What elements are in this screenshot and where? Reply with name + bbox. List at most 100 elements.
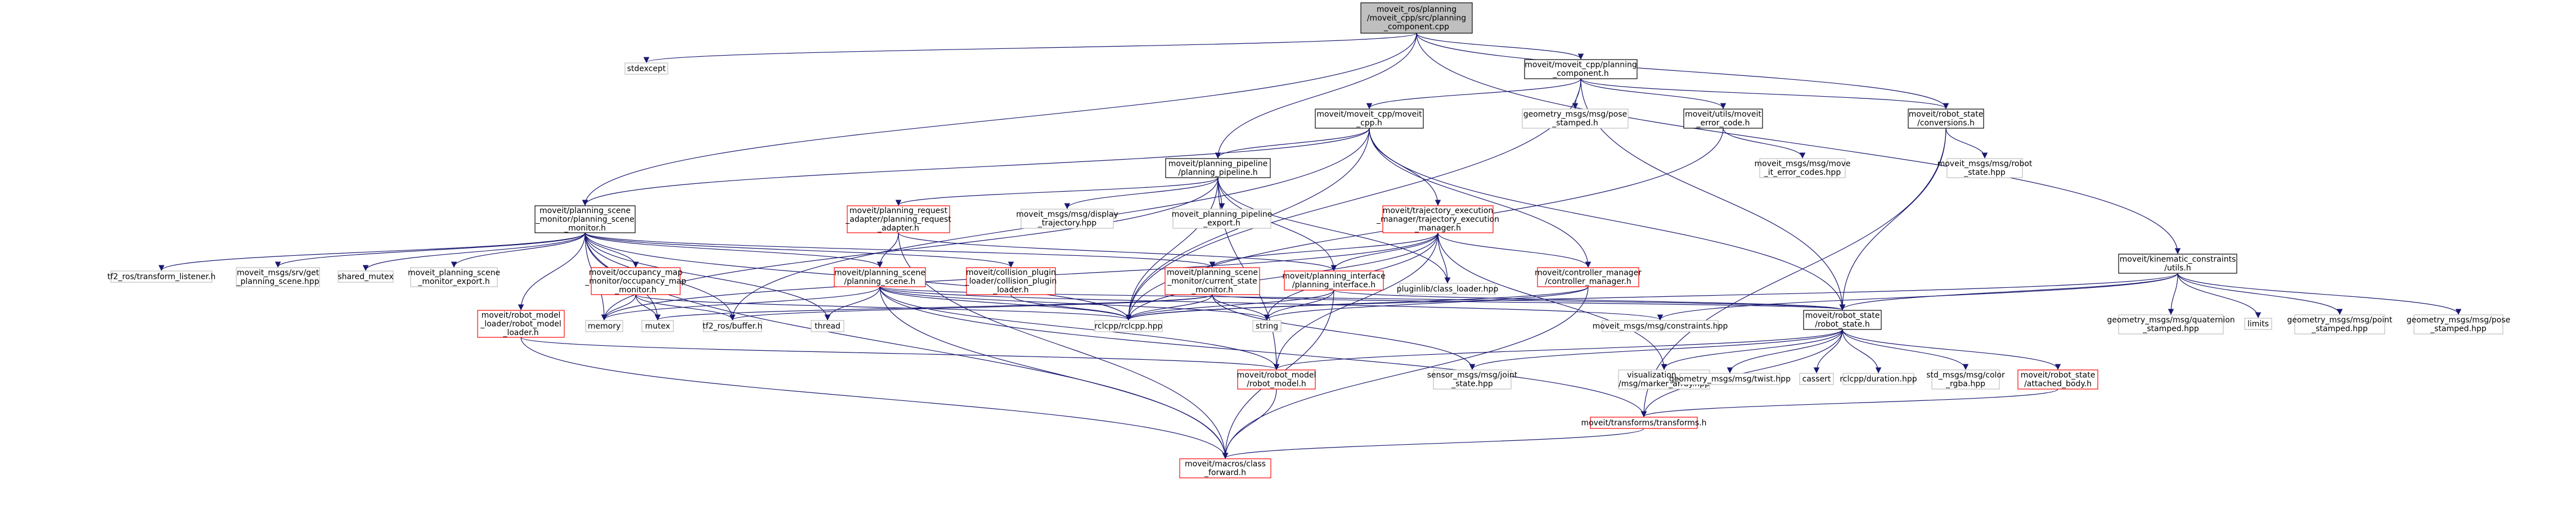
node-controller-manager-h[interactable]: moveit/controller_manager/controller_man… [1535,267,1642,287]
node-quaternion-stamped-hpp[interactable]: geometry_msgs/msg/quaternion_stamped.hpp [2107,314,2235,335]
node-duration-hpp[interactable]: rclcpp/duration.hpp [1840,373,1917,385]
node-moveit-error-codes-hpp[interactable]: moveit_msgs/msg/move_it_error_codes.hpp [1755,158,1851,178]
node-label: _trajectory.hpp [1037,219,1096,228]
node-tf2-listener-h[interactable]: tf2_ros/transform_listener.h [107,270,215,283]
node-planning-pipeline-h[interactable]: moveit/planning_pipeline/planning_pipeli… [1165,158,1271,178]
node-label: _state.hpp [1451,379,1493,388]
node-attached-body-h[interactable]: moveit/robot_state/attached_body.h [2017,369,2098,390]
node-req-adapter-h[interactable]: moveit/planning_request_adapter/planning… [845,205,951,233]
node-tem-h[interactable]: moveit/trajectory_execution_manager/traj… [1376,205,1499,233]
node-label: _monitor/planning_scene [535,215,634,224]
edge-kinematic_utils_h-to-rclcpp_hpp [1126,273,2178,321]
edge-robot_state_h-to-duration_hpp [1842,329,1882,374]
node-pose-stamped-hpp[interactable]: geometry_msgs/msg/pose_stamped.hpp [2407,314,2511,335]
node-label: memory [588,322,621,331]
node-class-loader-hpp[interactable]: pluginlib/class_loader.hpp [1397,283,1499,295]
edge-psm_h-to-thread [585,232,831,321]
node-joint-state-hpp[interactable]: sensor_msgs/msg/joint_state.hpp [1427,369,1518,390]
node-box [1908,109,1984,129]
node-root[interactable]: moveit_ros/planning/moveit_cpp/src/plann… [1360,2,1473,34]
node-tf2-buffer-h[interactable]: tf2_ros/buffer.h [703,320,762,332]
node-constraints-hpp[interactable]: moveit_msgs/msg/constraints.hpp [1593,320,1728,332]
edge-kinematic_utils_h-to-point_stamped_hpp [2177,273,2343,315]
edge-robot_state_h-to-twist_hpp [1727,329,1843,374]
node-robot-state-h[interactable]: moveit/robot_state/robot_state.h [1803,310,1882,330]
node-label: shared_mutex [338,272,393,281]
edge-robot_state_h-to-attached_body_h [1842,329,2061,371]
node-robot-state-hpp[interactable]: moveit_msgs/msg/robot_state.hpp [1937,158,2033,178]
node-label: moveit_msgs/srv/get [237,269,320,278]
node-box [1537,267,1639,287]
edge-root-to-psm_h [582,33,1417,206]
node-box [1931,369,2000,390]
node-label: moveit_planning_pipeline [1172,210,1273,219]
node-twist-hpp[interactable]: geometry_msgs/msg/twist.hpp [1669,373,1791,385]
node-label: moveit/planning_scene [540,206,631,215]
node-transforms-h[interactable]: moveit/transforms/transforms.h [1581,417,1707,429]
node-robot-model-h[interactable]: moveit/robot_model/robot_model.h [1237,369,1316,390]
node-label: _monitor.h [564,224,606,233]
node-cassert[interactable]: cassert [1799,373,1834,385]
node-collision-plugin-loader-h[interactable]: moveit/collision_plugin_loader/collision… [965,267,1057,295]
node-box [834,267,926,287]
node-moveit-error-code-h[interactable]: moveit/utils/moveit_error_code.h [1683,109,1763,129]
node-memory[interactable]: memory [585,320,623,332]
edge-robot_state_h-to-color_rgba_hpp [1842,329,1969,371]
node-psm-h[interactable]: moveit/planning_scene_monitor/planning_s… [534,205,636,233]
node-current-state-monitor-h[interactable]: moveit/planning_scene_monitor/current_st… [1165,267,1260,295]
node-label: _state.hpp [1963,168,2006,177]
node-box [641,320,674,332]
node-label: moveit/controller_manager [1535,269,1642,278]
node-geometry-pose-stamped-h[interactable]: geometry_msgs/msg/pose_stamped.h [1522,109,1629,129]
dependency-edges [158,33,2462,459]
edge-planning_pipeline_h-to-display_traj_hpp [1064,177,1219,210]
node-string[interactable]: string [1252,320,1282,332]
node-label: _stamped.h [1552,119,1598,128]
node-box [110,270,213,283]
node-pipeline-export-h[interactable]: moveit_planning_pipeline_export.h [1172,209,1273,229]
node-display-traj-hpp[interactable]: moveit_msgs/msg/display_trajectory.hpp [1016,209,1118,229]
node-box [1315,109,1424,129]
edge-root-to-stdexcept [644,33,1417,64]
node-box [1522,109,1629,129]
dependency-nodes: moveit_ros/planning/moveit_cpp/src/plann… [107,2,2511,478]
edge-transforms_h-to-class_forward_h [1222,428,1644,459]
node-box [624,62,668,75]
node-get-planning-scene-hpp[interactable]: moveit_msgs/srv/get_planning_scene.hpp [236,267,320,287]
node-label: /planning_scene.h [844,277,916,286]
node-point-stamped-hpp[interactable]: geometry_msgs/msg/point_stamped.hpp [2287,314,2393,335]
edge-planning_scene_h-to-robot_model_h [879,286,1280,371]
node-occupancy-map-monitor-h[interactable]: moveit/occupancy_map_monitor/occupancy_m… [585,267,686,295]
node-planning-interface-h[interactable]: moveit/planning_interface/planning_inter… [1282,270,1386,291]
edge-planning_pipeline_h-to-planning_interface_h [1217,177,1337,272]
node-moveit-cpp-h[interactable]: moveit/moveit_cpp/moveit_cpp.h [1315,109,1424,129]
node-box [703,320,762,332]
node-planning-component-h[interactable]: moveit/moveit_cpp/planning_component.h [1524,59,1638,79]
edge-conversions_h-to-transforms_h [1640,128,1946,418]
node-rclcpp-hpp[interactable]: rclcpp/rclcpp.hpp [1094,320,1163,332]
node-label: _manager/trajectory_execution [1376,215,1499,224]
node-thread[interactable]: thread [811,320,844,332]
edge-planning_scene_h-to-rclcpp_hpp [879,286,1132,321]
node-limits[interactable]: limits [2244,318,2272,330]
node-shared-mutex[interactable]: shared_mutex [338,270,394,283]
node-label: moveit/robot_state [1909,110,1984,119]
node-label: _it_error_codes.hpp [1764,168,1841,177]
node-mutex[interactable]: mutex [641,320,674,332]
node-planning-scene-h[interactable]: moveit/planning_scene/planning_scene.h [834,267,926,287]
node-stdexcept[interactable]: stdexcept [624,62,668,75]
node-class-forward-h[interactable]: moveit/macros/class_forward.h [1179,458,1271,478]
edge-planning_scene_h-to-thread [824,286,880,321]
node-label: _error_code.h [1696,119,1750,128]
node-color-rgba-hpp[interactable]: std_msgs/msg/color_rgba.hpp [1926,369,2005,390]
edge-controller_manager_h-to-class_forward_h [1222,286,1589,459]
node-box [1524,59,1638,79]
node-label: _planning_scene.hpp [236,277,320,286]
edge-req_adapter_h-to-planning_interface_h [898,232,1337,272]
node-rml-h[interactable]: moveit/robot_model_loader/robot_model_lo… [477,310,565,338]
node-psm-export-h[interactable]: moveit_planning_scene_monitor_export.h [408,267,500,287]
edge-tem_h-to-marker_array_hpp [1437,232,1667,371]
node-box [1803,310,1882,330]
node-kinematic-utils-h[interactable]: moveit/kinematic_constraints/utils.h [2118,254,2237,274]
node-conversions-h[interactable]: moveit/robot_state/conversions.h [1908,109,1984,129]
